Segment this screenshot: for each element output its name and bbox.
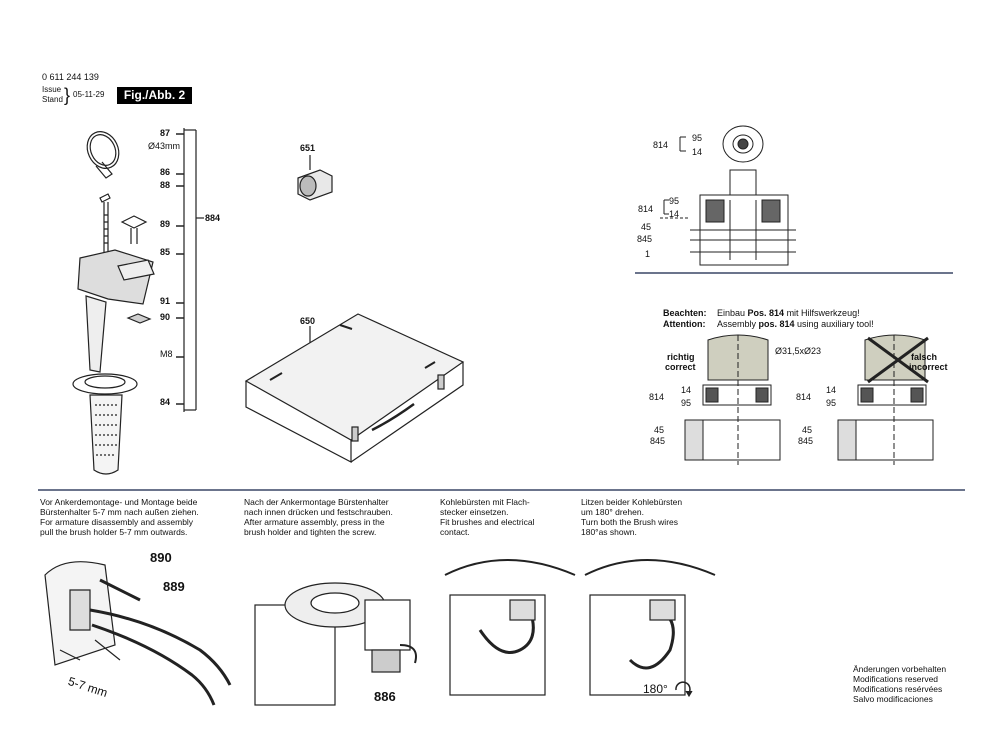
handle-shaft: [85, 295, 107, 373]
case-handle: [371, 402, 415, 432]
attention-text: Assembly pos. 814 using auxiliary tool!: [717, 319, 874, 329]
part-84: 84: [160, 397, 171, 407]
tr-14-a: 14: [692, 147, 703, 157]
clamp-ring: [86, 131, 120, 169]
left-14: 14: [681, 385, 692, 395]
tr-845: 845: [637, 234, 653, 244]
instruction-2: Nach der Ankermontage Bürstenhalter nach…: [244, 497, 393, 537]
tr-14-b: 14: [669, 209, 680, 219]
part-88: 88: [160, 180, 171, 190]
part-91: 91: [160, 296, 171, 306]
commutator-3: [444, 559, 576, 576]
pliers: [89, 608, 232, 686]
part-89: 89: [160, 219, 171, 229]
instruction-3: Kohlebürsten mit Flach- stecker einsetze…: [440, 497, 535, 537]
issue-date: 05-11-29: [73, 90, 105, 99]
part-889: 889: [163, 579, 185, 594]
bearing-correct: [702, 384, 772, 406]
guard-disc: [72, 373, 138, 395]
bearing-top: [722, 125, 764, 163]
beachten-text: Einbau Pos. 814 mit Hilfswerkzeug!: [717, 308, 860, 318]
commutator-4: [584, 559, 716, 576]
tr-95-b: 95: [669, 196, 680, 206]
right-814: 814: [796, 392, 812, 402]
stand-label: Stand: [42, 95, 63, 104]
part-87: 87: [160, 128, 171, 138]
falsch-label: falsch: [911, 352, 938, 362]
modifications-note: Änderungen vorbehalten Modifications res…: [853, 664, 947, 704]
tr-814-b: 814: [638, 204, 654, 214]
header-brace: }: [64, 85, 71, 105]
part-85: 85: [160, 247, 171, 257]
correct-label: correct: [665, 362, 696, 372]
left-845: 845: [650, 436, 666, 446]
right-95: 95: [826, 398, 837, 408]
square-nut: [126, 313, 152, 324]
brush-886: [371, 649, 401, 673]
part-651: 651: [300, 143, 316, 153]
tr-814-a: 814: [653, 140, 669, 150]
part-86: 86: [160, 167, 171, 177]
grip-body: [89, 394, 123, 475]
left-95: 95: [681, 398, 692, 408]
tr-1: 1: [645, 249, 651, 259]
part-884: 884: [205, 213, 221, 223]
issue-label: Issue: [42, 85, 62, 94]
part-87-diameter: Ø43mm: [148, 141, 181, 151]
part-890: 890: [150, 550, 172, 565]
tr-45: 45: [641, 222, 652, 232]
figure-label: Fig./Abb. 2: [117, 87, 192, 104]
part-650: 650: [300, 316, 316, 326]
right-845: 845: [798, 436, 814, 446]
dimension-label: Ø31,5xØ23: [775, 346, 822, 356]
incorrect-label: incorrect: [909, 362, 948, 372]
bearing-section: [705, 199, 781, 223]
doc-number: 0 611 244 139: [42, 72, 99, 82]
clamp-tab: [95, 161, 113, 179]
attention-label: Attention:: [663, 319, 706, 329]
tr-95-a: 95: [692, 133, 703, 143]
instruction-1: Vor Ankerdemontage- und Montage beide Bü…: [40, 497, 199, 537]
richtig-label: richtig: [667, 352, 695, 362]
carry-case-lid: [244, 313, 465, 441]
beachten-label: Beachten:: [663, 308, 707, 318]
carry-case-front: [245, 381, 352, 463]
right-14: 14: [826, 385, 837, 395]
part-90: 90: [160, 312, 171, 322]
part-886: 886: [374, 689, 396, 704]
rotation-180: 180°: [643, 682, 668, 696]
incorrect-cross: [867, 336, 929, 384]
brush-wire-3: [478, 609, 535, 654]
part-m8: M8: [160, 349, 173, 359]
left-814: 814: [649, 392, 665, 402]
wing-screw: [120, 215, 148, 229]
left-45: 45: [654, 425, 665, 435]
screw-889: [99, 578, 141, 602]
instruction-4: Litzen beider Kohlebürsten um 180° drehe…: [581, 497, 683, 537]
right-45: 45: [802, 425, 813, 435]
bearing-incorrect: [857, 384, 927, 406]
